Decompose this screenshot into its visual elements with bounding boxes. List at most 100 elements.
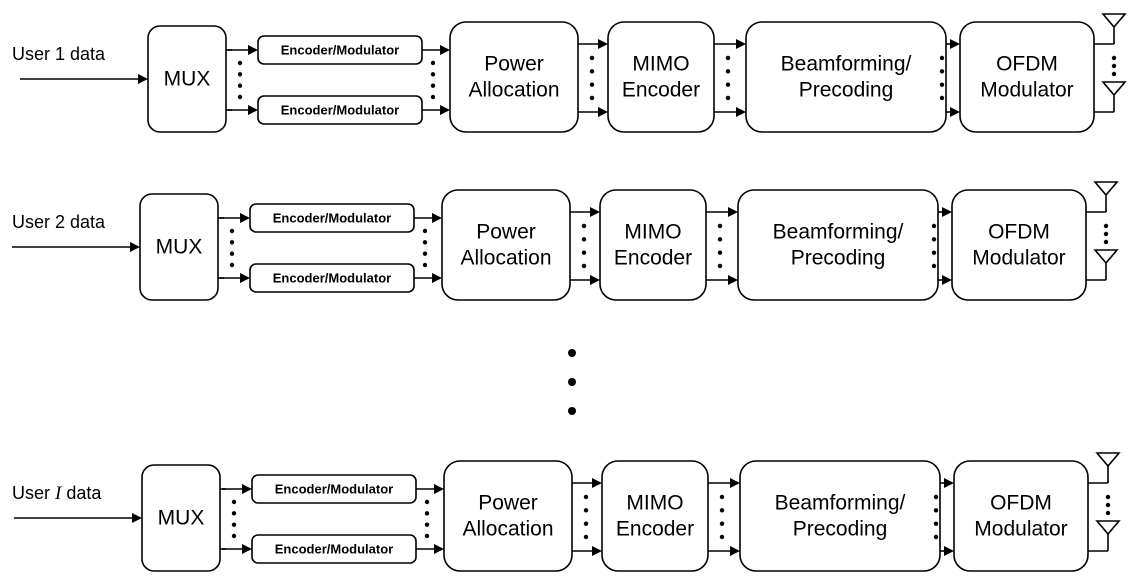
- arrow-head: [240, 213, 250, 223]
- antenna-element: [1101, 81, 1127, 97]
- arrow-head: [434, 544, 444, 554]
- arrow-head: [728, 275, 738, 285]
- dot: [939, 95, 945, 101]
- arrow-head: [592, 478, 602, 488]
- mimo-encoder-block-outline: [607, 21, 715, 133]
- mux-block-label: MUX: [156, 236, 203, 259]
- arrow-head: [598, 107, 608, 117]
- power-allocation-block-label: Power: [478, 492, 538, 515]
- arrow-head: [440, 105, 450, 115]
- vertical-dots: [430, 60, 436, 100]
- arrow-head: [944, 546, 954, 556]
- power-allocation-block-outline: [441, 189, 571, 301]
- power-allocation-block-label: Power: [476, 221, 536, 244]
- dot: [581, 263, 587, 269]
- antenna-element: [1093, 249, 1119, 265]
- dot: [725, 69, 731, 74]
- dot: [581, 250, 587, 255]
- encoder-modulator-block-label: Encoder/Modulator: [275, 542, 393, 557]
- dot: [717, 237, 723, 242]
- dot: [581, 223, 587, 229]
- dot: [1105, 494, 1111, 500]
- user-chain-3: User I dataMUXEncoder/ModulatorEncoder/M…: [12, 452, 1121, 572]
- mux-block-label: MUX: [158, 507, 205, 530]
- vertical-dots: [589, 55, 595, 101]
- vertical-dots: [1111, 55, 1117, 77]
- arrow-head: [950, 107, 960, 117]
- dot: [939, 69, 945, 74]
- dot: [725, 55, 731, 61]
- ofdm-modulator-block-outline: [953, 460, 1089, 572]
- arrow-head: [598, 39, 608, 49]
- dot: [931, 237, 937, 242]
- arrow-head: [942, 275, 952, 285]
- arrow-head: [730, 546, 740, 556]
- dot: [1111, 71, 1117, 77]
- encoder-modulator-block: Encoder/Modulator: [251, 474, 417, 504]
- arrow-head: [950, 39, 960, 49]
- dot: [939, 55, 945, 61]
- dot: [719, 534, 725, 540]
- vertical-dots: [725, 55, 731, 101]
- dot: [583, 508, 589, 513]
- arrow-head: [728, 207, 738, 217]
- mimo-encoder-block-label: Encoder: [622, 79, 700, 102]
- encoder-modulator-block-label: Encoder/Modulator: [275, 482, 393, 497]
- dot: [424, 533, 430, 539]
- encoder-modulator-block-label: Encoder/Modulator: [281, 43, 399, 58]
- ofdm-modulator-block-label: OFDM: [988, 221, 1050, 244]
- arrow-head: [432, 273, 442, 283]
- ofdm-modulator-block-outline: [959, 21, 1095, 133]
- vertical-dots: [422, 228, 428, 268]
- dot: [589, 69, 595, 74]
- antenna-element: [1101, 13, 1127, 29]
- mimo-encoder-block-label: MIMO: [624, 221, 681, 244]
- dot: [583, 494, 589, 500]
- dot: [422, 228, 428, 234]
- beamforming-precoding-block: Beamforming/Precoding: [739, 460, 941, 572]
- mux-block: MUX: [139, 193, 219, 301]
- antenna-icon: [1093, 249, 1119, 280]
- vertical-dots: [229, 228, 235, 268]
- dot: [583, 534, 589, 540]
- vertical-dots: [237, 60, 243, 100]
- dot: [231, 511, 237, 516]
- arrow-head: [440, 45, 450, 55]
- arrow-head: [432, 213, 442, 223]
- vertical-dots: [583, 494, 589, 540]
- mimo-encoder-block-label: Encoder: [616, 518, 694, 541]
- dot: [589, 82, 595, 87]
- dot: [424, 522, 430, 527]
- antenna-element: [1095, 452, 1121, 468]
- arrow-head: [242, 484, 252, 494]
- dot: [1111, 63, 1117, 69]
- encoder-modulator-block: Encoder/Modulator: [257, 35, 423, 65]
- dot: [231, 499, 237, 505]
- ellipsis-dot: [568, 378, 576, 386]
- dot: [229, 240, 235, 245]
- arrow-head: [434, 484, 444, 494]
- arrow-head: [242, 544, 252, 554]
- ellipsis-dot: [568, 407, 576, 415]
- ellipsis-between-rows: [568, 349, 576, 415]
- arrow-head: [942, 207, 952, 217]
- user-chain-1: User 1 dataMUXEncoder/ModulatorEncoder/M…: [12, 13, 1127, 133]
- user-data-label: User 1 data: [12, 44, 106, 64]
- dot: [931, 250, 937, 255]
- ofdm-modulator-block-label: Modulator: [974, 518, 1067, 541]
- beamforming-precoding-block-label: Beamforming/: [773, 221, 904, 244]
- antenna-icon: [1095, 452, 1121, 483]
- beamforming-precoding-block-label: Precoding: [793, 518, 888, 541]
- antenna-element: [1093, 181, 1119, 197]
- arrow-head: [736, 39, 746, 49]
- power-allocation-block-outline: [443, 460, 573, 572]
- dot: [1105, 510, 1111, 516]
- arrow-head: [592, 546, 602, 556]
